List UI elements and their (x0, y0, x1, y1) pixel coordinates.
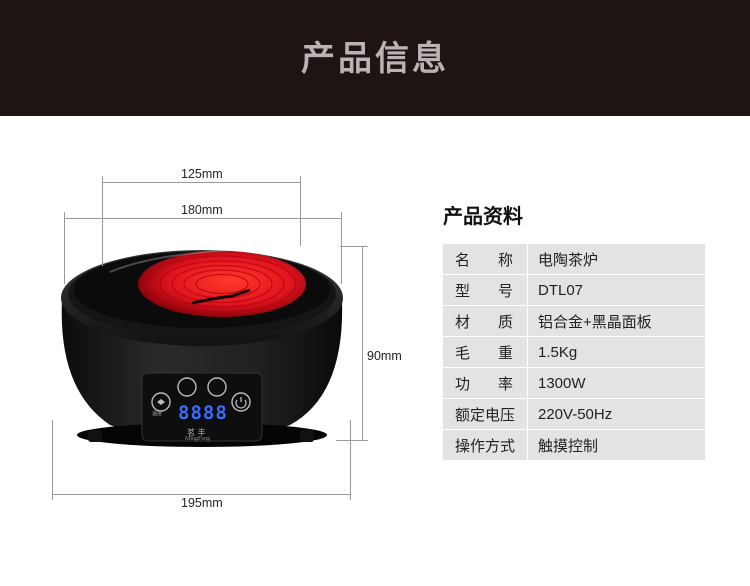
brand-english: MingFeng (185, 436, 211, 442)
spec-value: 电陶茶炉 (528, 244, 705, 274)
spec-row-voltage: 额定电压 220V-50Hz (443, 399, 705, 429)
spec-value: DTL07 (528, 275, 705, 305)
spec-value: 触摸控制 (528, 430, 705, 460)
spec-key: 额定电压 (443, 399, 527, 429)
header-banner: 产品信息 (0, 0, 750, 116)
spec-row-operation: 操作方式 触摸控制 (443, 430, 705, 460)
spec-key: 操作方式 (443, 430, 527, 460)
spec-value: 铝合金+黑晶面板 (528, 306, 705, 336)
spec-key: 材质 (443, 306, 527, 336)
led-display: 8888 (178, 402, 228, 424)
spec-key: 功率 (443, 368, 527, 398)
temperature-button-label: 温度 (152, 411, 163, 417)
spec-title: 产品资料 (443, 204, 523, 228)
spec-value: 1300W (528, 368, 705, 398)
banner-title: 产品信息 (301, 38, 449, 79)
brand-label: 茗 丰 (187, 428, 206, 437)
spec-table: 名称 电陶茶炉 型号 DTL07 材质 铝合金+黑晶面板 毛重 1.5Kg 功率… (443, 244, 705, 461)
spec-value: 1.5Kg (528, 337, 705, 367)
spec-row-model: 型号 DTL07 (443, 275, 705, 305)
spec-row-name: 名称 电陶茶炉 (443, 244, 705, 274)
spec-row-material: 材质 铝合金+黑晶面板 (443, 306, 705, 336)
spec-row-power: 功率 1300W (443, 368, 705, 398)
spec-row-weight: 毛重 1.5Kg (443, 337, 705, 367)
stove-image (61, 249, 343, 447)
spec-value: 220V-50Hz (528, 399, 705, 429)
dimension-label-195: 195mm (181, 496, 223, 510)
spec-key: 毛重 (443, 337, 527, 367)
dimension-label-90: 90mm (367, 349, 402, 363)
dimension-label-180: 180mm (181, 203, 223, 217)
spec-key: 型号 (443, 275, 527, 305)
dimension-label-125: 125mm (181, 167, 223, 181)
spec-key: 名称 (443, 244, 527, 274)
